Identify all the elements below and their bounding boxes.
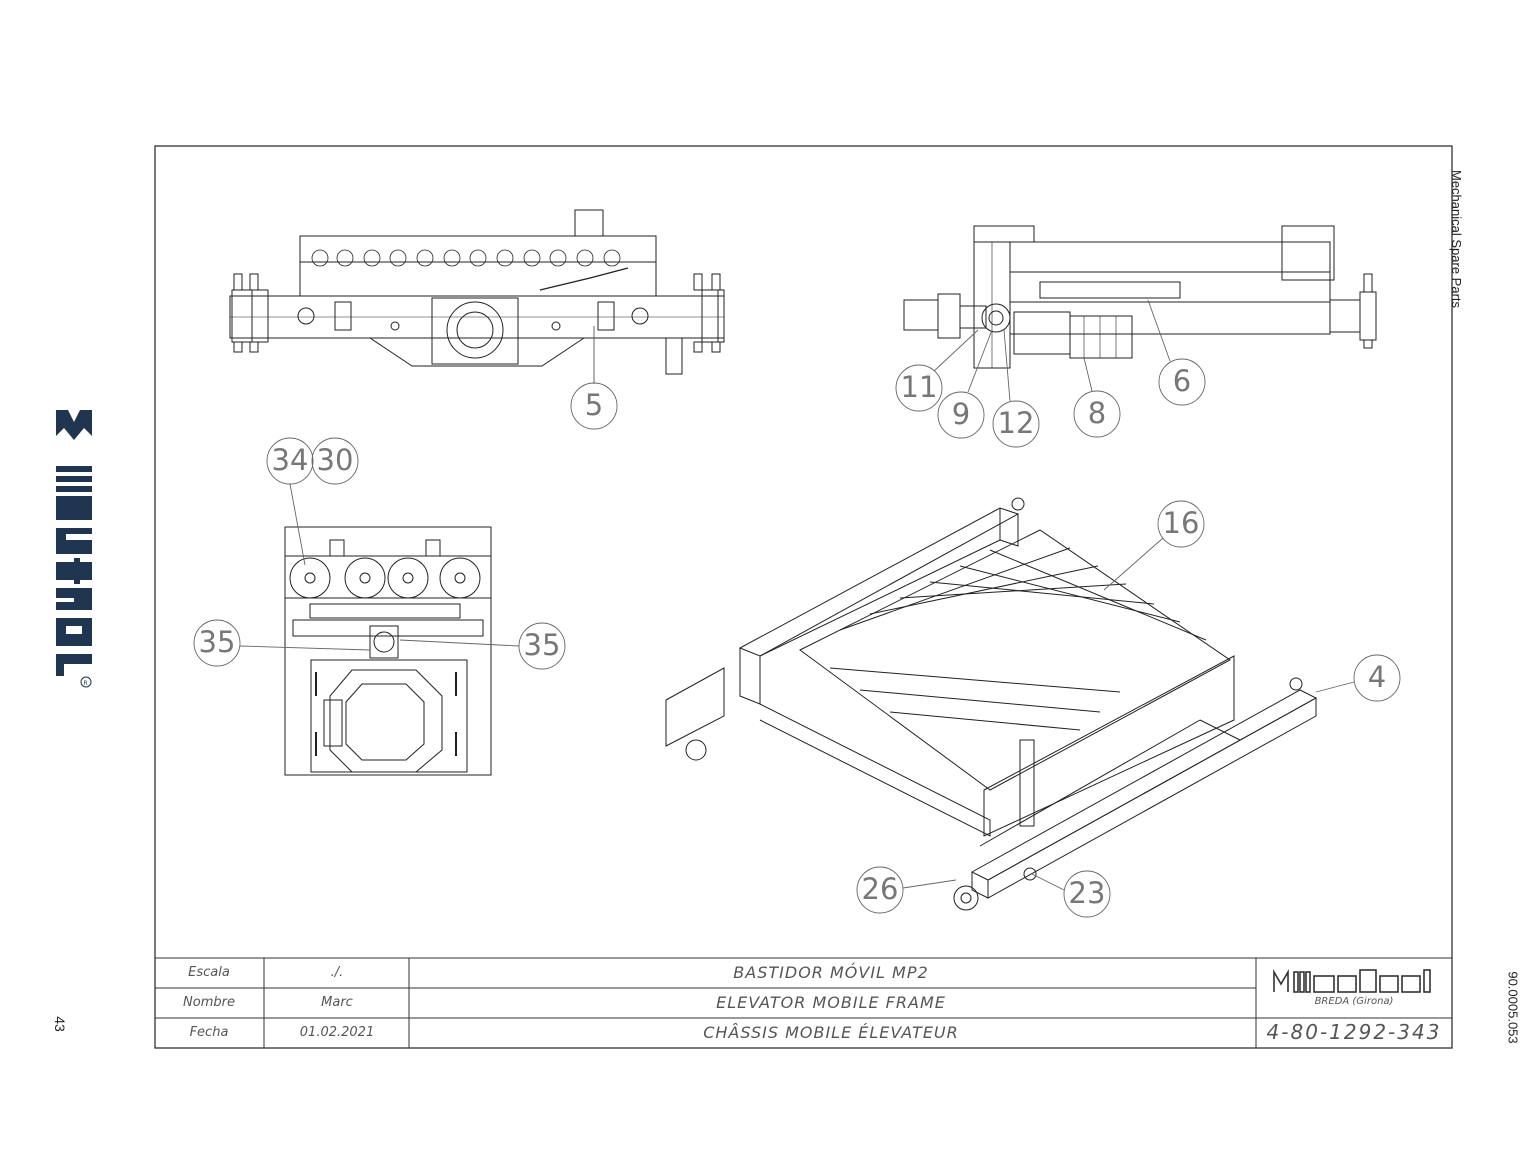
tb-value-name: Marc <box>321 995 353 1010</box>
drawing-border <box>154 145 1453 1049</box>
balloon-4: 4 <box>1367 660 1387 694</box>
tb-title-en: ELEVATOR MOBILE FRAME <box>716 993 946 1012</box>
svg-text:R: R <box>84 680 88 687</box>
balloon-23: 23 <box>1068 876 1106 910</box>
front-view <box>229 209 725 384</box>
balloon-6: 6 <box>1172 364 1192 398</box>
title-block-logo <box>1273 969 1431 993</box>
balloon-12: 12 <box>997 406 1035 440</box>
balloon-34: 34 <box>271 443 309 477</box>
tb-title-fr: CHÂSSIS MOBILE ÉLEVATEUR <box>703 1023 959 1042</box>
brand-logo: R <box>56 410 92 688</box>
tb-drawing-number: 4-80-1292-343 <box>1266 1020 1442 1044</box>
side-view <box>903 225 1377 369</box>
balloon-16: 16 <box>1162 506 1200 540</box>
detail-view <box>284 526 492 776</box>
balloon-8: 8 <box>1087 396 1107 430</box>
tb-value-scale: ./. <box>330 965 344 980</box>
balloon-9: 9 <box>951 397 971 431</box>
balloon-11: 11 <box>900 370 938 404</box>
balloon-30: 30 <box>316 443 354 477</box>
tb-company-place: BREDA (Girona) <box>1314 996 1394 1007</box>
isometric-view <box>665 497 1318 911</box>
balloon-5: 5 <box>584 388 604 422</box>
balloon-35-left: 35 <box>198 625 236 659</box>
balloon-35-right: 35 <box>523 628 561 662</box>
title-block <box>155 957 1452 1048</box>
tb-value-date: 01.02.2021 <box>299 1025 375 1040</box>
tb-label-date: Fecha <box>189 1025 229 1040</box>
tb-label-name: Nombre <box>183 995 235 1010</box>
tb-label-scale: Escala <box>188 965 230 980</box>
tb-title-es: BASTIDOR MÓVIL MP2 <box>733 963 929 982</box>
balloon-26: 26 <box>861 872 899 906</box>
balloons <box>193 299 1401 918</box>
